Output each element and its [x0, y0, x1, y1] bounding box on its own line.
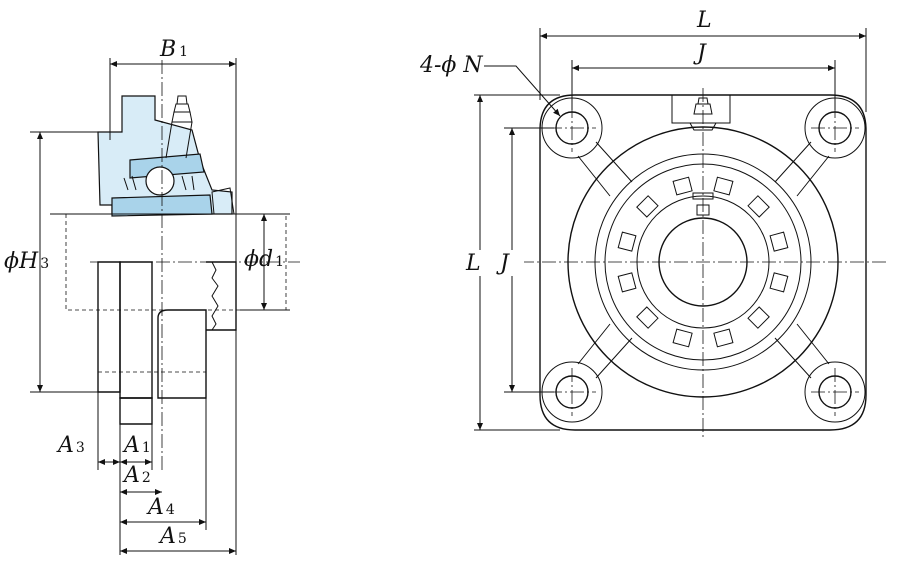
- lock-washer-tab: [617, 231, 637, 252]
- lock-washer-tabs: [617, 176, 789, 348]
- label-N: 4-ϕ N: [419, 53, 483, 78]
- lock-washer-tab: [769, 231, 789, 252]
- lock-washer-tab: [636, 306, 659, 329]
- bearing-outer-section: [129, 153, 205, 179]
- grease-nipple-front: [671, 94, 731, 131]
- leader-N: [484, 65, 561, 117]
- lock-washer-tab: [672, 328, 693, 348]
- front-view: L J L L J 4-ϕ N: [419, 8, 886, 440]
- lock-washer-tab: [747, 306, 770, 329]
- lock-washer-tab: [636, 195, 659, 218]
- lock-washer-tab: [713, 328, 734, 348]
- grease-nipple-side: [165, 95, 193, 159]
- bearing-ball: [145, 166, 175, 196]
- lock-washer-tab: [617, 272, 637, 293]
- lock-washer-tab: [769, 272, 789, 293]
- housing-flange: [97, 261, 121, 393]
- square-flange: [539, 94, 867, 431]
- corner-boss-br: [804, 361, 866, 423]
- lock-washer-tab: [747, 195, 770, 218]
- lock-washer-tab: [713, 176, 734, 196]
- label-L-left-text: L: [465, 251, 481, 276]
- label-L-top: L: [696, 8, 712, 33]
- label-J-left: J: [496, 251, 510, 276]
- lock-washer-tab: [672, 176, 693, 196]
- label-J-top: J: [693, 41, 707, 66]
